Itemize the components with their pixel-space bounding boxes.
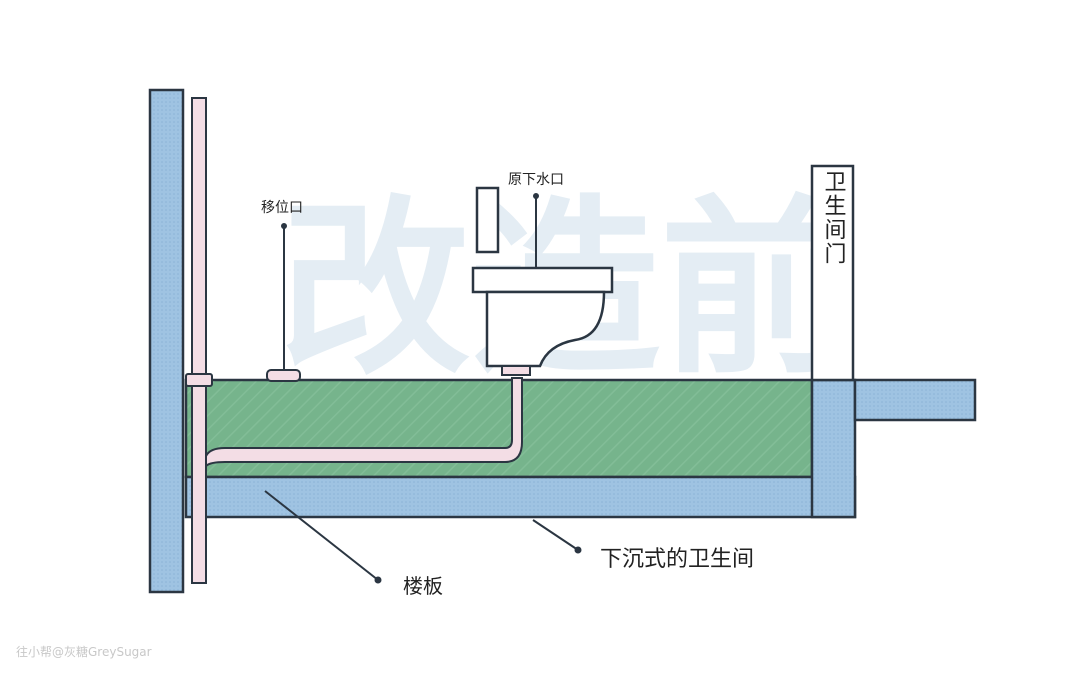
- toilet-bowl: [485, 290, 606, 368]
- leader-dot: [533, 193, 539, 199]
- toilet-flange: [501, 365, 531, 376]
- credit-watermark: 往小帮@灰糖GreySugar: [16, 645, 152, 659]
- label-bathroom-door: 卫生间门: [821, 170, 846, 266]
- label-floor-slab: 楼板: [403, 574, 443, 598]
- leader-dot: [374, 576, 382, 584]
- floor-slab: [184, 475, 857, 519]
- toilet-seat: [471, 266, 614, 294]
- vertical-drain-pipe: [191, 97, 207, 584]
- leader-dot: [281, 223, 287, 229]
- bathroom-door: [810, 164, 855, 382]
- left-wall: [148, 88, 185, 594]
- label-original-drain: 原下水口: [508, 172, 564, 188]
- pipe-coupling: [185, 373, 213, 387]
- sunken-bathroom-leader: [532, 519, 579, 551]
- label-relocated-outlet: 移位口: [261, 200, 303, 216]
- adjacent-floor: [853, 378, 977, 422]
- sunken-side-wall: [810, 378, 857, 519]
- leader-dot: [574, 546, 582, 554]
- toilet-tank: [475, 186, 500, 254]
- relocated-outlet-cap: [266, 369, 301, 382]
- label-sunken-bathroom: 下沉式的卫生间: [600, 547, 754, 572]
- toilet-drain-pipe: [205, 377, 523, 469]
- floor-slab-leader: [264, 490, 379, 581]
